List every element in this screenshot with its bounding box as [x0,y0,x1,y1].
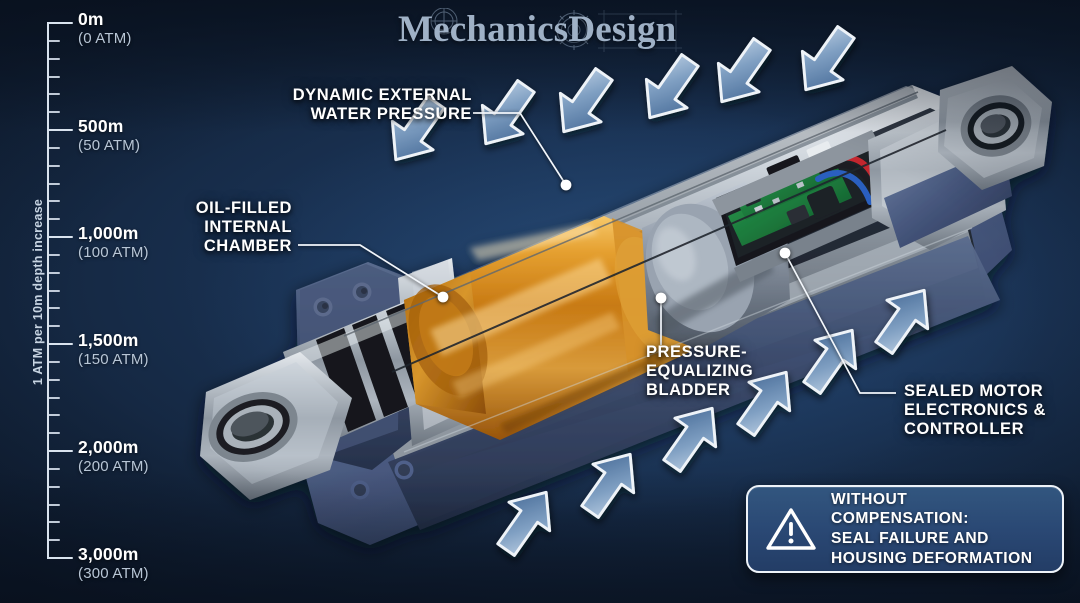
pressure-arrow-icon [784,16,868,106]
ruler-minor-tick [47,396,60,399]
ruler-major-tick [47,236,73,238]
brand-name-part2: Design [568,9,677,50]
callout-line: BLADDER [646,381,731,400]
callout-line: CONTROLLER [904,420,1025,439]
ruler-minor-tick [47,325,60,328]
ruler-pressure-label: (100 ATM) [78,244,149,261]
ruler-minor-tick [47,39,60,42]
warning-line: WITHOUT COMPENSATION: [831,490,969,528]
pressure-arrow-icon [650,392,734,482]
ruler-minor-tick [47,414,60,417]
pressure-arrow-icon [628,44,712,134]
pressure-arrow-icon [862,274,946,364]
ruler-minor-tick [47,200,60,203]
callout-pressure-equalizing-bladder: PRESSURE- EQUALIZING BLADDER [646,343,846,400]
ruler-major-tick [47,22,73,24]
ruler-minor-tick [47,253,60,256]
ruler-depth-label: 3,000m [78,544,139,564]
ruler-depth-label: 2,000m [78,437,139,457]
ruler-depth-label: 1,000m [78,223,139,243]
warning-line: HOUSING DEFORMATION [831,549,1033,567]
callout-line: EQUALIZING [646,362,754,381]
ruler-minor-tick [47,182,60,185]
ruler-major-tick [47,450,73,452]
ruler-minor-tick [47,146,60,149]
ruler-minor-tick [47,360,60,363]
pressure-arrow-icon [464,70,548,160]
ruler-minor-tick [47,75,60,78]
callout-line: INTERNAL [204,218,292,237]
pressure-arrow-icon [484,476,568,566]
ruler-minor-tick [47,485,60,488]
ruler-minor-tick [47,111,60,114]
callout-oil-filled-internal-chamber: OIL-FILLED INTERNAL CHAMBER [60,199,292,256]
callout-line: WATER PRESSURE [310,105,472,124]
ruler-major-tick [47,557,73,559]
brand-name-part1: Mechanics [398,9,569,50]
ruler-pressure-label: (50 ATM) [78,137,141,154]
brand-logo: MechanicsDesign [398,8,688,54]
ruler-minor-tick [47,218,60,221]
ruler-minor-tick [47,289,60,292]
ruler-depth-label: 1,500m [78,330,139,350]
callout-sealed-motor-electronics-controller: SEALED MOTOR ELECTRONICS & CONTROLLER [904,382,1080,439]
ruler-minor-tick [47,539,60,542]
ruler-minor-tick [47,93,60,96]
ruler-minor-tick [47,503,60,506]
ruler-minor-tick [47,57,60,60]
ruler-minor-tick [47,271,60,274]
warning-text: WITHOUT COMPENSATION: SEAL FAILURE AND H… [831,490,1048,569]
callout-line: OIL-FILLED [195,199,292,217]
ruler-pressure-label: (0 ATM) [78,30,132,47]
ruler-pressure-label: (150 ATM) [78,351,149,368]
pressure-arrow-icon [568,438,652,528]
ruler-minor-tick [47,432,60,435]
ruler-minor-tick [47,521,60,524]
ruler-minor-tick [47,307,60,310]
ruler-major-tick [47,343,73,345]
callout-line: DYNAMIC EXTERNAL [292,86,472,104]
callout-dynamic-external-water-pressure: DYNAMIC EXTERNAL WATER PRESSURE [240,86,472,124]
warning-line: SEAL FAILURE AND [831,530,989,547]
ruler-major-tick [47,129,73,131]
gear-blueprint-icon [430,8,682,52]
callout-line: PRESSURE- [646,343,748,361]
ruler-pressure-label: (200 ATM) [78,458,149,475]
callout-line: SEALED MOTOR [904,382,1044,400]
ruler-minor-tick [47,378,60,381]
pressure-arrow-icon [542,58,626,148]
ruler-depth-label: 500m [78,116,124,136]
ruler-minor-tick [47,164,60,167]
pressure-arrow-icon [700,28,784,118]
warning-badge: WITHOUT COMPENSATION: SEAL FAILURE AND H… [746,485,1064,573]
ruler-end-cap [47,22,59,24]
ruler-minor-tick [47,467,60,470]
callout-line: CHAMBER [203,237,292,256]
callout-line: ELECTRONICS & [904,401,1046,420]
depth-pressure-scale: 0m(0 ATM) 500m(50 ATM) 1,000m(100 ATM) 1,50… [0,0,200,603]
ruler-pressure-label: (300 ATM) [78,565,149,582]
ruler-end-cap [47,557,59,559]
warning-triangle-icon [766,508,816,550]
ruler-depth-label: 0m [78,9,104,29]
ruler-axis-label: 1 ATM per 10m depth increase [31,198,45,386]
